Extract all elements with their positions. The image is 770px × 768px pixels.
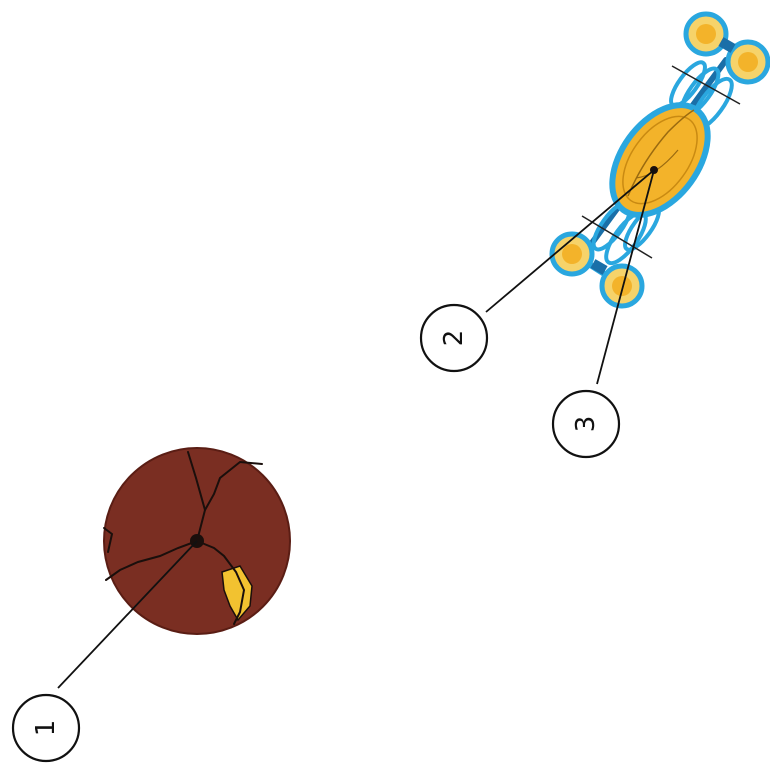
callout-3: 3 bbox=[551, 389, 621, 459]
callout-2-label: 2 bbox=[439, 330, 469, 347]
callout-3-label: 3 bbox=[571, 416, 601, 433]
lower-lobes bbox=[549, 215, 653, 309]
leader-line-3 bbox=[596, 169, 655, 385]
sphere-cracks bbox=[103, 451, 263, 625]
upper-lobes bbox=[671, 11, 770, 105]
leader-line-2 bbox=[485, 169, 655, 313]
molecule-structure bbox=[549, 11, 770, 309]
callout-1: 1 bbox=[11, 693, 81, 763]
callout-1-label: 1 bbox=[31, 720, 61, 737]
molecule-core bbox=[609, 102, 711, 218]
sphere-yellow-inclusion bbox=[221, 565, 253, 622]
leader-line-1 bbox=[57, 540, 198, 689]
callout-2: 2 bbox=[419, 303, 489, 373]
